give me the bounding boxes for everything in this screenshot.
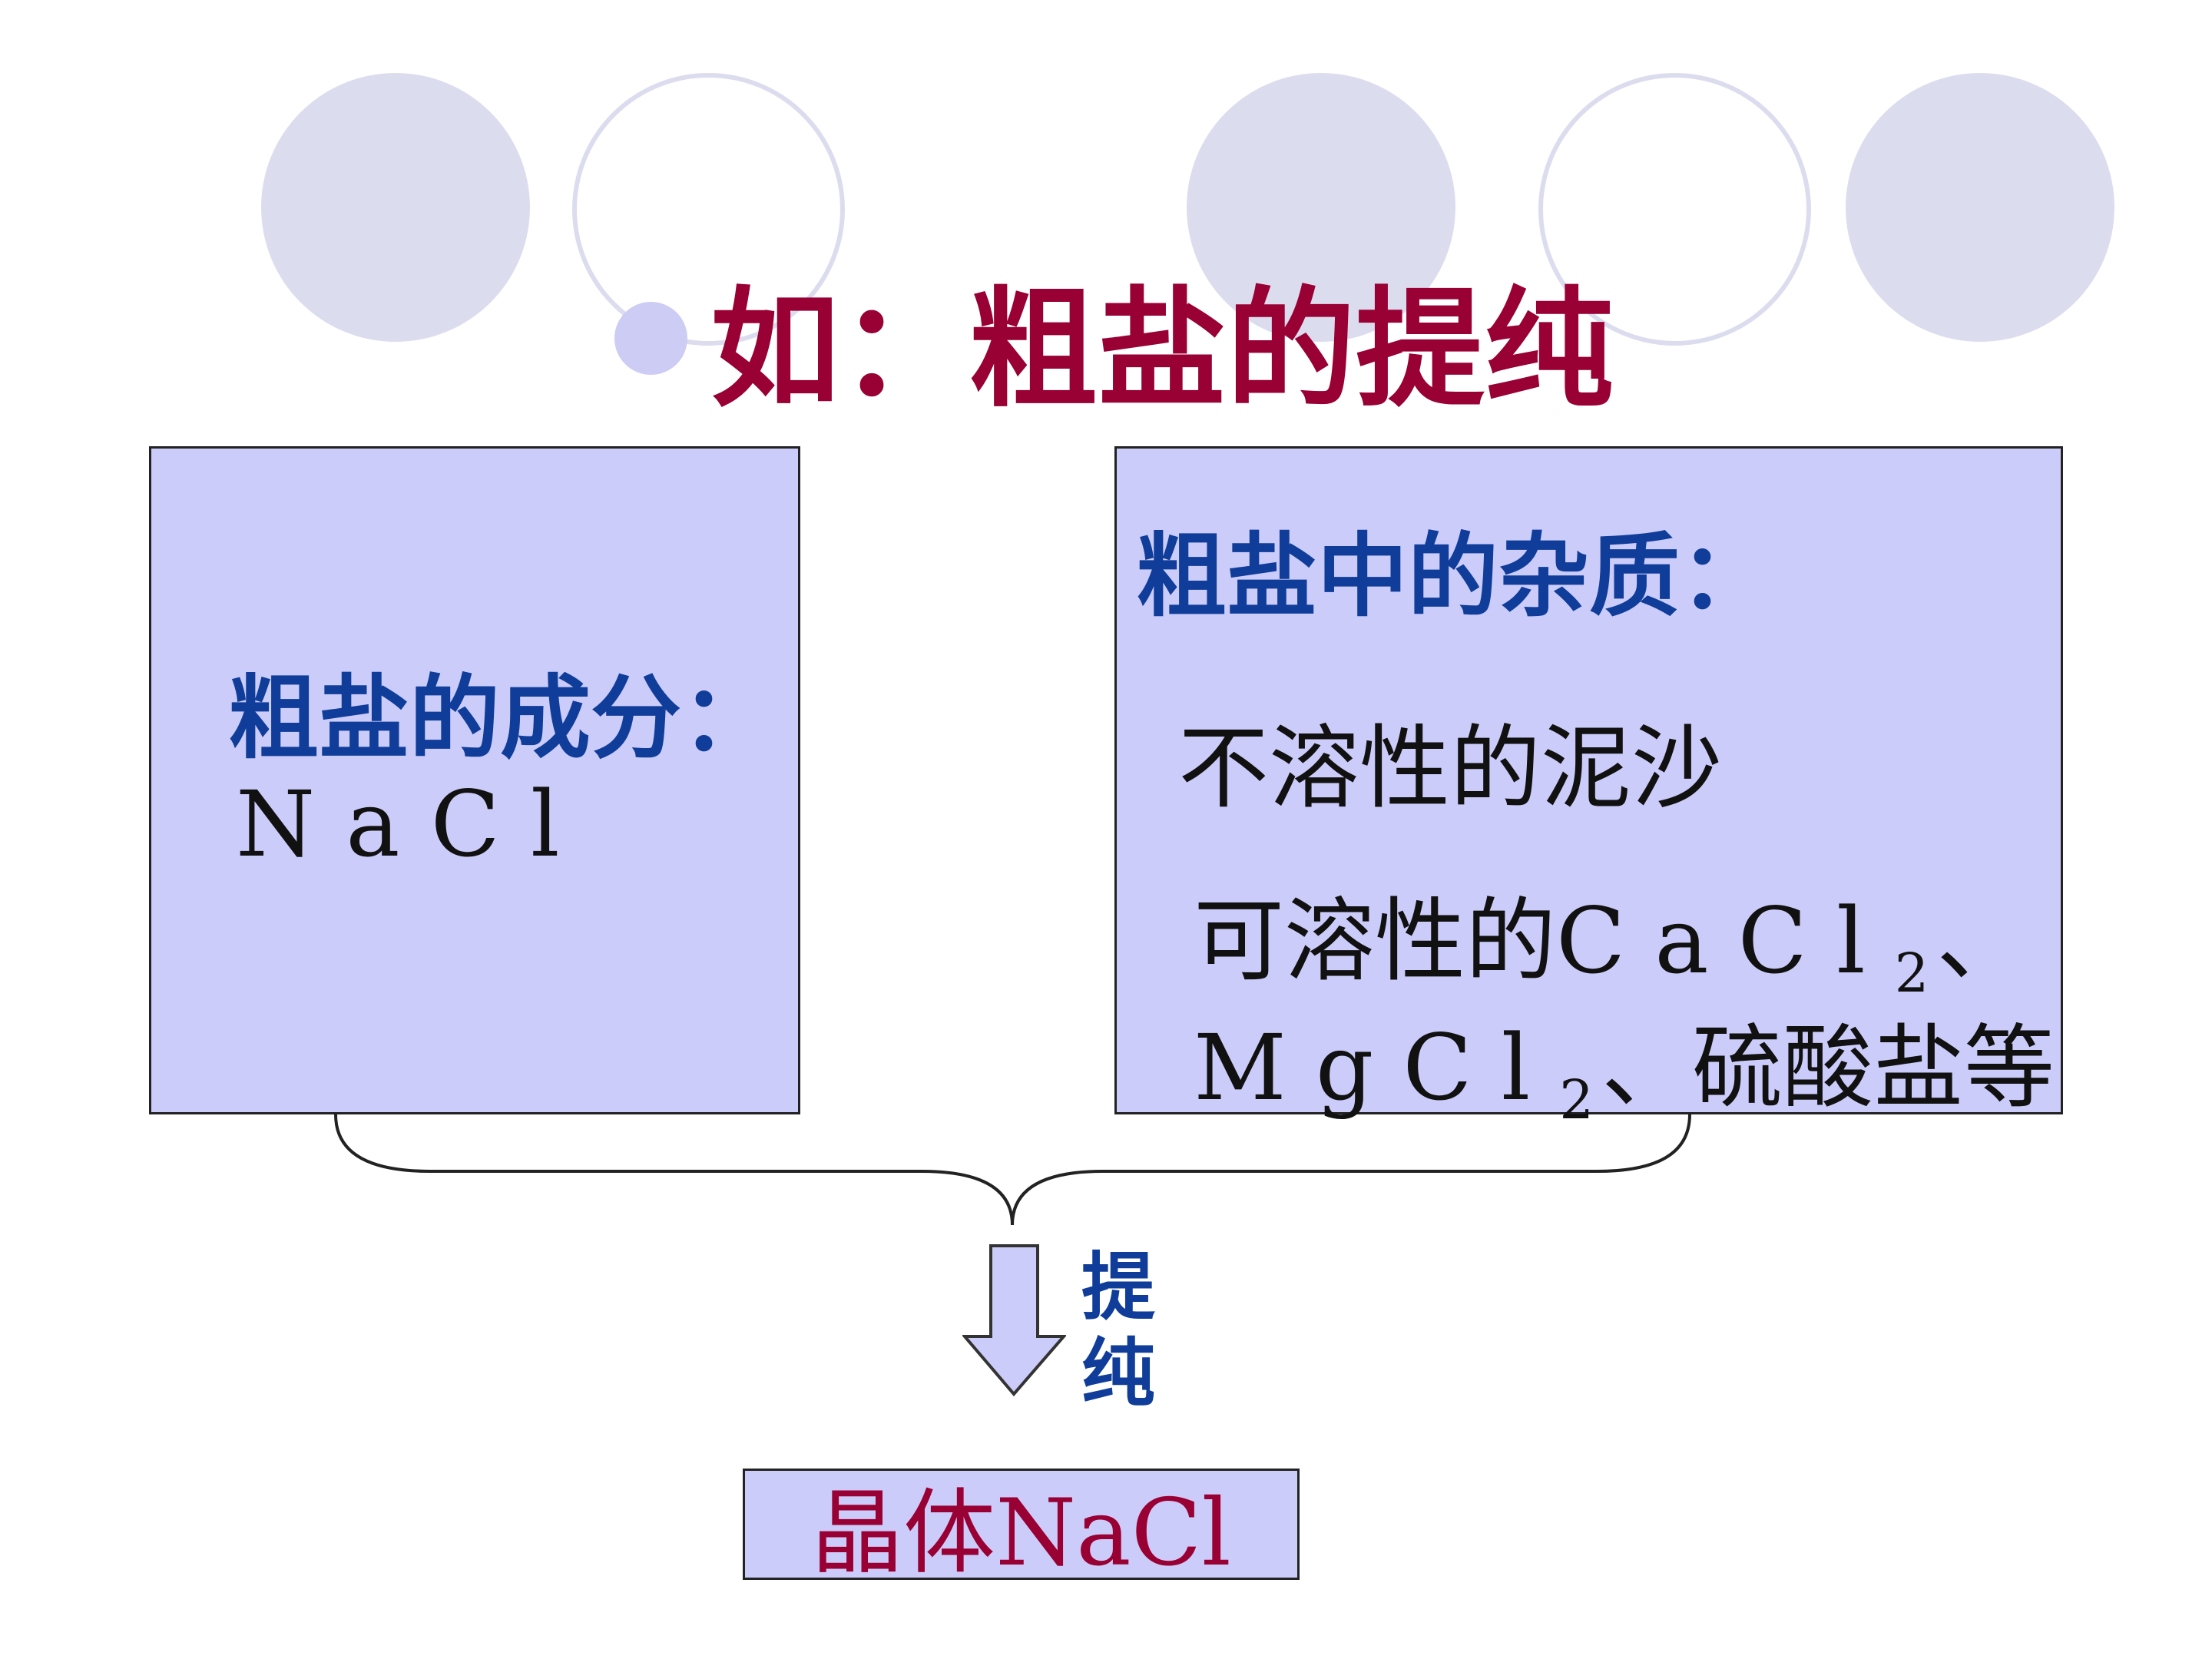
composition-heading: 粗盐的成分： [228,664,773,771]
down-arrow-icon [962,1244,1066,1397]
decorative-circle-1 [261,73,530,342]
impurity-soluble-line-2: MgCl2、硫酸盐等 [1194,994,2055,1131]
slide-title-text: 如：粗盐的提纯 [710,272,1614,425]
circle-bullet-icon [614,301,687,375]
separator-1: 、 [1936,888,2028,994]
impurities-box: 粗盐中的杂质： 不溶性的泥沙 可溶性的CaCl2、 MgCl2、硫酸盐等 [1114,446,2063,1131]
process-label: 提纯 [1081,1243,1155,1416]
impurity-insoluble: 不溶性的泥沙 [1178,715,1723,821]
decorative-ring-1 [572,73,845,346]
decorative-circle-3 [1846,73,2114,342]
impurities-heading: 粗盐中的杂质： [1136,522,1771,629]
result-text: 晶体NaCl [811,1479,1231,1587]
cacl-formula: CaCl [1556,888,1895,994]
decorative-circle-2 [1187,73,1455,342]
mgcl-subscript: 2 [1559,1068,1594,1131]
composition-box: 粗盐的成分： NaCl [149,446,800,1114]
decorative-ring-2 [1538,73,1811,346]
impurity-soluble-line: 可溶性的CaCl2、 [1194,867,2027,1005]
separator-2: 、 [1601,1015,1692,1121]
slide-title: 如：粗盐的提纯 [614,253,1614,425]
mgcl-formula: MgCl [1194,1015,1560,1121]
composition-formula: NaCl [236,771,591,877]
result-box: 晶体NaCl [743,1469,1300,1587]
sulfate-text: 硫酸盐等 [1691,1015,2055,1121]
cacl-subscript: 2 [1894,942,1929,1005]
soluble-prefix: 可溶性的 [1194,888,1557,994]
